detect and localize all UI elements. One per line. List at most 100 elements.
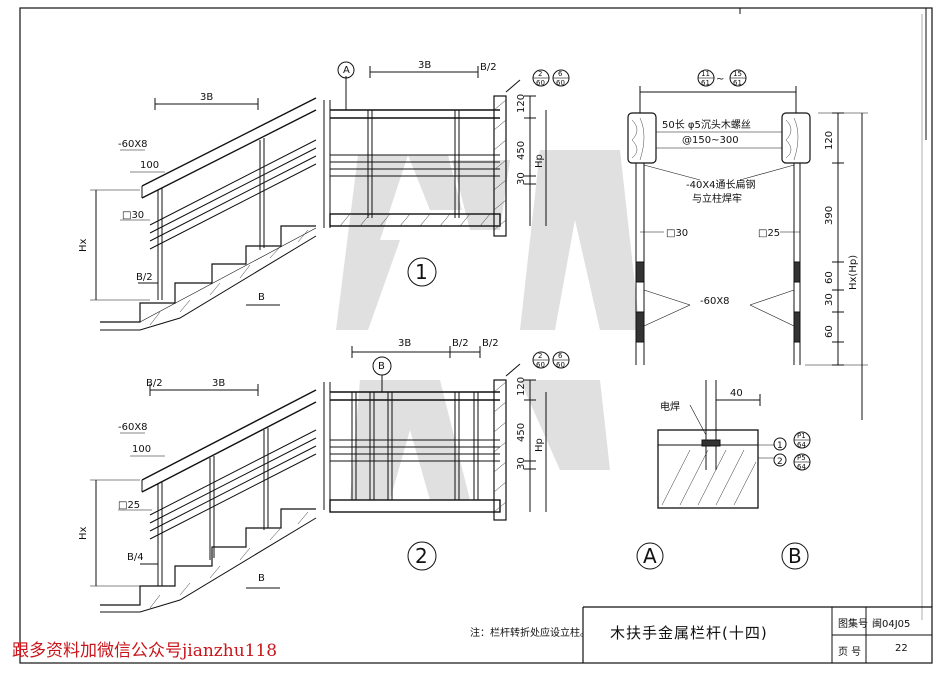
svg-text:64: 64 (797, 441, 806, 449)
svg-text:64: 64 (797, 463, 806, 471)
v2-flatbar-label: -60X8 (118, 422, 148, 433)
handrail-section-labels: 11 61 ~ 15 61 50长 φ5沉头木螺丝 @150~300 -40X4… (643, 69, 859, 568)
title-block (582, 606, 932, 663)
sec-post-sq30: □30 (666, 228, 688, 239)
svg-text:60: 60 (536, 79, 545, 87)
svg-text:6: 6 (558, 70, 563, 78)
v1-b2-label: B/2 (136, 272, 153, 283)
sec-flat-60x8: -60X8 (700, 296, 730, 307)
v1-dim-450: 450 (516, 141, 527, 160)
section-b-label: B (788, 544, 802, 568)
svg-text:2: 2 (538, 352, 542, 360)
detail-dim-40: 40 (730, 388, 743, 399)
section-b-mark: B (378, 361, 385, 372)
svg-text:61: 61 (733, 79, 742, 87)
sec-dim-30: 30 (824, 293, 835, 306)
v2-dim-30: 30 (516, 457, 527, 470)
v1-flatbar-label: -60X8 (118, 139, 148, 150)
view1-landing-elevation (323, 61, 547, 237)
svg-text:2: 2 (538, 70, 542, 78)
view1-labels: 3B -60X8 100 □30 Hx B/2 B (78, 92, 265, 303)
sec-dim-60a: 60 (824, 271, 835, 284)
page-value: 22 (895, 643, 908, 654)
v1-dim-b2-top: B/2 (480, 62, 497, 73)
view1-landing-labels: A 3B B/2 2 60 6 60 120 450 30 Hp (343, 60, 570, 185)
atlas-value: 闽04J05 (872, 619, 911, 630)
view2-number-mark: 2 (407, 541, 437, 571)
v2-dim-3b-left: 3B (212, 378, 225, 389)
sheet-border (19, 7, 933, 664)
v1-hp-label: Hp (534, 154, 545, 168)
v2-hx-label: Hx (78, 526, 89, 540)
weld-label: 电焊 (660, 400, 680, 413)
v2-dim-450: 450 (516, 423, 527, 442)
v1-dim-30: 30 (516, 172, 527, 185)
v2-dim-b2-left: B/2 (146, 378, 163, 389)
drawing-note: 注：栏杆转折处应设立柱。 (470, 628, 590, 639)
section-ref-tilde: ~ (716, 74, 724, 85)
sec-post-sq25: □25 (758, 228, 780, 239)
v2-detail-ref: 2 60 6 60 (532, 351, 570, 369)
v2-b4-label: B/4 (127, 552, 144, 563)
v2-dim-b2-a: B/2 (452, 338, 469, 349)
svg-text:2: 2 (777, 457, 783, 467)
section-a-label: A (643, 544, 657, 568)
v2-dim-100: 100 (132, 444, 151, 455)
v1-detail-ref: 2 60 6 60 (532, 69, 570, 87)
svg-text:P1: P1 (797, 432, 806, 440)
background-watermark-shape (336, 150, 640, 500)
detail-ref-p5: 2 P5 64 (773, 453, 811, 471)
sec-dim-390: 390 (824, 206, 835, 225)
v1-dim-100: 100 (140, 160, 159, 171)
weld-post-note: 与立柱焊牢 (692, 192, 742, 205)
atlas-label: 图集号 (838, 619, 868, 630)
page-label: 页 号 (838, 647, 862, 658)
svg-text:2: 2 (415, 544, 428, 568)
view2-stair-elevation (90, 384, 317, 613)
section-ref-b: 15 61 (729, 69, 747, 87)
watermark-text: 跟多资料加微信公众号jianzhu118 (12, 641, 278, 661)
base-detail (657, 380, 775, 509)
view2-labels: B/2 3B -60X8 100 □25 Hx B/4 B (78, 378, 265, 584)
screw-spacing: @150~300 (682, 135, 739, 146)
flatbar-spec: -40X4通长扁钢 (686, 178, 756, 191)
svg-text:15: 15 (733, 70, 742, 78)
v2-hp-label: Hp (534, 438, 545, 452)
svg-text:1: 1 (777, 441, 783, 451)
v2-dim-b2-b: B/2 (482, 338, 499, 349)
view1-stair-elevation (90, 97, 317, 331)
view2-landing-elevation (323, 346, 547, 521)
v1-dim-3b-left: 3B (200, 92, 213, 103)
v2-dim-120: 120 (516, 377, 527, 396)
v1-dim-3b-top: 3B (418, 60, 431, 71)
svg-text:61: 61 (701, 79, 710, 87)
svg-text:6: 6 (558, 352, 563, 360)
handrail-section (627, 86, 868, 570)
v1-dim-120: 120 (516, 94, 527, 113)
view1-number-mark: 1 (407, 257, 437, 287)
v1-b-label: B (258, 292, 265, 303)
svg-text:60: 60 (536, 361, 545, 369)
sec-dim-120: 120 (824, 131, 835, 150)
sec-dim-60b: 60 (824, 325, 835, 338)
svg-text:60: 60 (556, 361, 565, 369)
v2-post-size: □25 (118, 500, 140, 511)
v1-hx-label: Hx (78, 238, 89, 252)
detail-ref-p1: 1 P1 64 (773, 431, 811, 451)
section-ref-a: 11 61 (697, 69, 715, 87)
screw-spec: 50长 φ5沉头木螺丝 (662, 118, 751, 131)
v2-b-label: B (258, 573, 265, 584)
v1-post-size: □30 (122, 210, 144, 221)
drawing-title: 木扶手金属栏杆(十四) (610, 624, 768, 642)
sec-hxhp: Hx(Hp) (848, 255, 859, 290)
svg-text:11: 11 (701, 70, 710, 78)
svg-text:60: 60 (556, 79, 565, 87)
view2-landing-labels: 3B B/2 B/2 B 2 60 6 60 120 450 30 Hp (378, 338, 570, 470)
v2-dim-3b-top: 3B (398, 338, 411, 349)
section-a-mark: A (343, 65, 350, 76)
svg-text:P5: P5 (797, 454, 806, 462)
svg-text:1: 1 (415, 260, 428, 284)
base-detail-labels: 电焊 40 1 P1 64 2 P5 64 (660, 388, 811, 471)
